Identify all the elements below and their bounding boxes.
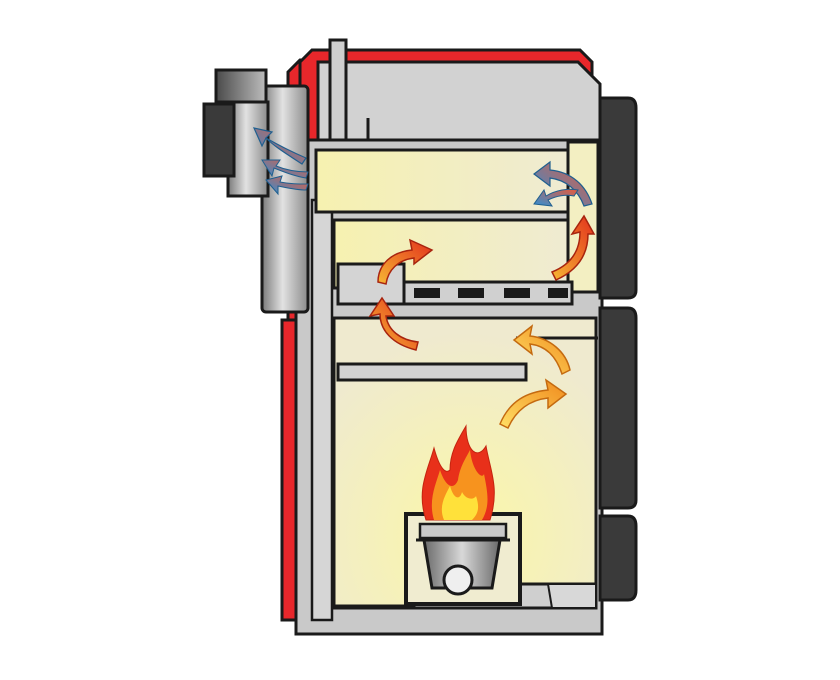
arrow-exit-flue-1 bbox=[252, 127, 307, 165]
water-jacket-left bbox=[310, 198, 334, 622]
arrow-exit-flue-2 bbox=[261, 159, 309, 179]
tube-slot-3 bbox=[504, 288, 530, 298]
tube-slot-1 bbox=[414, 288, 440, 298]
flow-arrows bbox=[252, 127, 596, 430]
arrow-exit-right-2 bbox=[533, 188, 579, 207]
flue-cap-dark bbox=[202, 102, 236, 178]
arrow-exit-flue-3 bbox=[265, 175, 309, 196]
arrow-upper-right bbox=[550, 214, 596, 281]
arrow-rise-1 bbox=[499, 378, 568, 430]
burner-pot-top bbox=[418, 522, 508, 540]
burner bbox=[404, 512, 522, 606]
door-upper bbox=[598, 96, 638, 300]
ash-slope bbox=[546, 583, 597, 609]
flame bbox=[421, 424, 495, 521]
flue-top-stub bbox=[214, 68, 268, 104]
doors bbox=[598, 96, 638, 602]
flue-passage bbox=[314, 148, 600, 214]
arrow-rise-2 bbox=[512, 324, 571, 376]
tube-slot-4 bbox=[548, 288, 568, 298]
baffle-ledge bbox=[336, 262, 406, 306]
ash-drop-hole bbox=[442, 564, 474, 596]
door-lower bbox=[598, 514, 638, 602]
flue bbox=[202, 68, 310, 314]
arrow-turn-left bbox=[368, 296, 419, 351]
tube-slot-2 bbox=[458, 288, 484, 298]
air-plate-main bbox=[336, 362, 528, 382]
tube-bar bbox=[402, 280, 574, 306]
flame-inner bbox=[441, 486, 479, 520]
top-rod bbox=[328, 38, 348, 142]
arrow-turn-up bbox=[377, 238, 434, 285]
body-top bbox=[316, 60, 602, 142]
door-middle bbox=[598, 306, 638, 510]
